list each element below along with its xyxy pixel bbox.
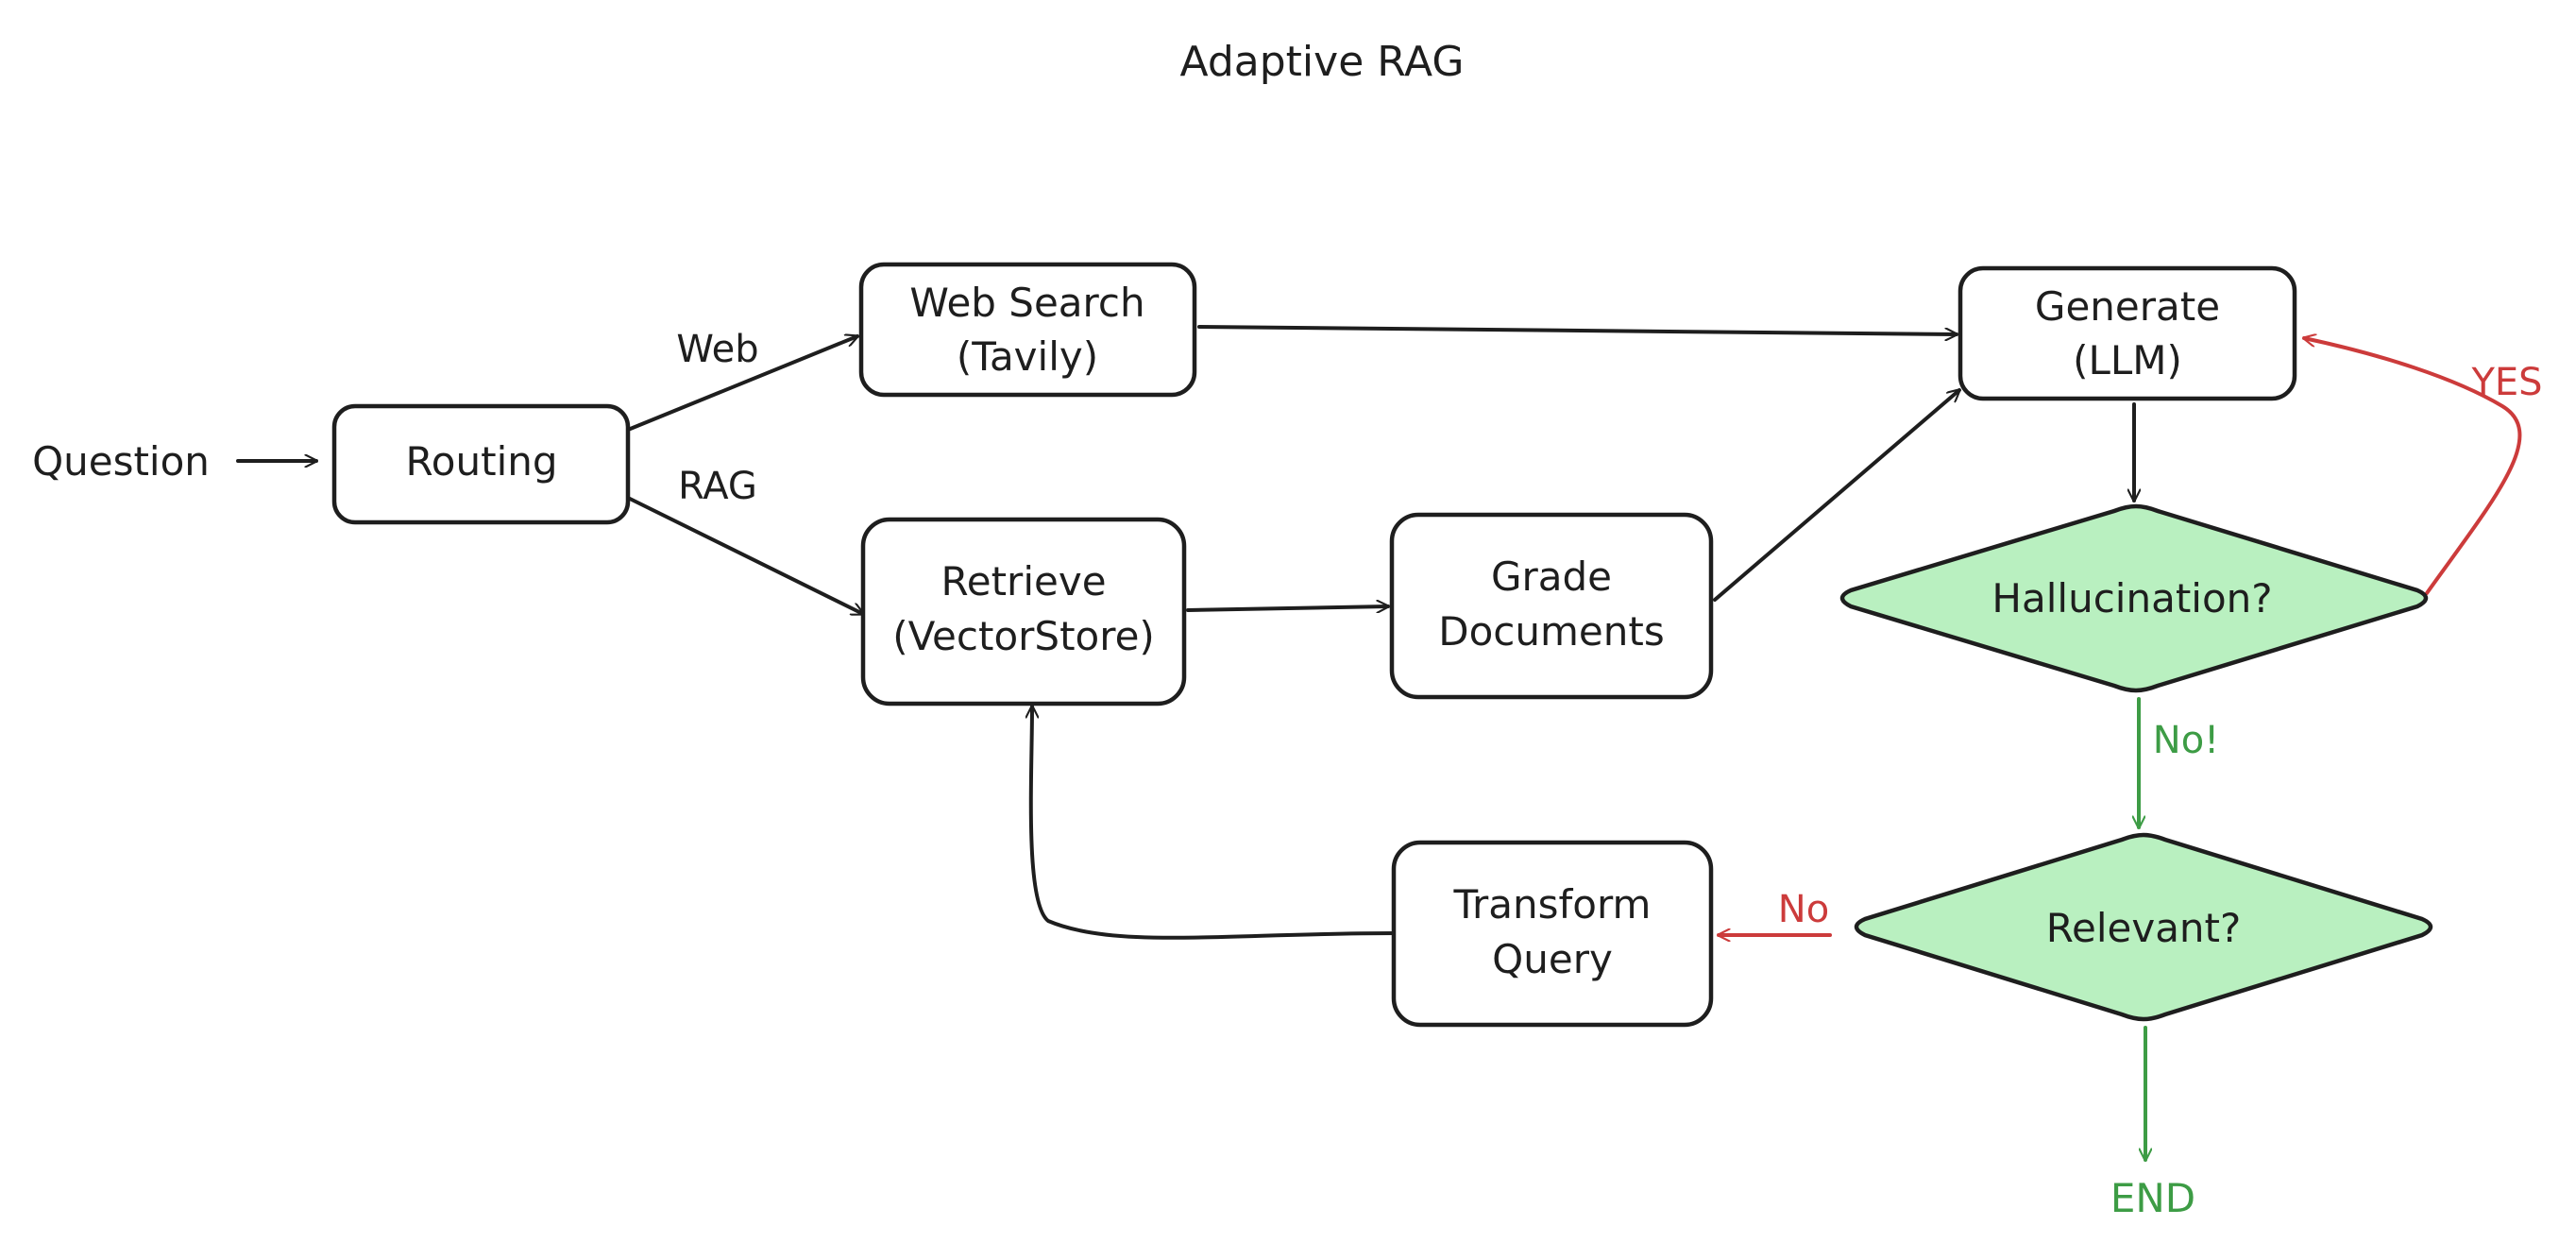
node-web-search: Web Search (Tavily) bbox=[858, 262, 1197, 398]
node-grade-documents-box bbox=[1389, 512, 1714, 700]
edge-web-search-generate bbox=[1197, 325, 1958, 334]
edge-routing-retrieve bbox=[626, 496, 863, 616]
node-grade-documents: Grade Documents bbox=[1389, 512, 1714, 700]
node-relevant-label: Relevant? bbox=[2046, 905, 2242, 951]
node-transform-query-line2: Query bbox=[1492, 936, 1613, 982]
node-routing-box bbox=[331, 403, 631, 525]
node-transform-query-line1: Transform bbox=[1453, 881, 1652, 928]
node-grade-documents-line1: Grade bbox=[1491, 553, 1612, 600]
node-hallucination-label: Hallucination? bbox=[1991, 575, 2272, 622]
node-web-search-box bbox=[858, 262, 1197, 398]
node-retrieve-line1: Retrieve bbox=[941, 558, 1106, 604]
node-question: Question bbox=[32, 438, 210, 485]
node-grade-documents-line2: Documents bbox=[1438, 608, 1664, 655]
edge-hallucination-generate-yes bbox=[2304, 338, 2522, 595]
node-retrieve-box bbox=[860, 517, 1187, 707]
edge-label-rag: RAG bbox=[678, 465, 757, 508]
edge-transform-retrieve bbox=[1031, 705, 1398, 940]
node-relevant: Relevant? bbox=[1854, 832, 2433, 1022]
node-generate: Generate (LLM) bbox=[1957, 265, 2297, 401]
node-web-search-line1: Web Search bbox=[909, 280, 1144, 326]
edge-retrieve-grade bbox=[1186, 606, 1390, 610]
edge-labels: Web RAG YES No! No bbox=[676, 328, 2542, 931]
node-generate-line2: (LLM) bbox=[2073, 337, 2182, 383]
edge-grade-generate bbox=[1713, 390, 1959, 602]
node-relevant-diamond bbox=[1854, 832, 2433, 1022]
edge-label-web: Web bbox=[676, 328, 758, 371]
edge-label-no-relevant: No bbox=[1778, 888, 1829, 931]
node-end: END bbox=[2110, 1175, 2195, 1221]
node-routing-label: Routing bbox=[405, 438, 557, 485]
edge-routing-web-search bbox=[626, 336, 857, 432]
node-retrieve-line2: (VectorStore) bbox=[892, 613, 1155, 659]
node-retrieve: Retrieve (VectorStore) bbox=[860, 517, 1187, 707]
node-routing: Routing bbox=[331, 403, 631, 525]
node-hallucination: Hallucination? bbox=[1839, 503, 2429, 693]
edges bbox=[236, 325, 2522, 1162]
node-transform-query-box bbox=[1391, 840, 1714, 1028]
edge-label-yes: YES bbox=[2470, 361, 2542, 404]
node-generate-line1: Generate bbox=[2035, 283, 2220, 330]
node-generate-box bbox=[1957, 265, 2297, 401]
edge-label-no-hallucination: No! bbox=[2153, 719, 2219, 762]
node-hallucination-diamond bbox=[1839, 503, 2429, 693]
node-transform-query: Transform Query bbox=[1391, 840, 1714, 1028]
diagram-title: Adaptive RAG bbox=[1180, 38, 1465, 86]
node-web-search-line2: (Tavily) bbox=[957, 333, 1098, 380]
